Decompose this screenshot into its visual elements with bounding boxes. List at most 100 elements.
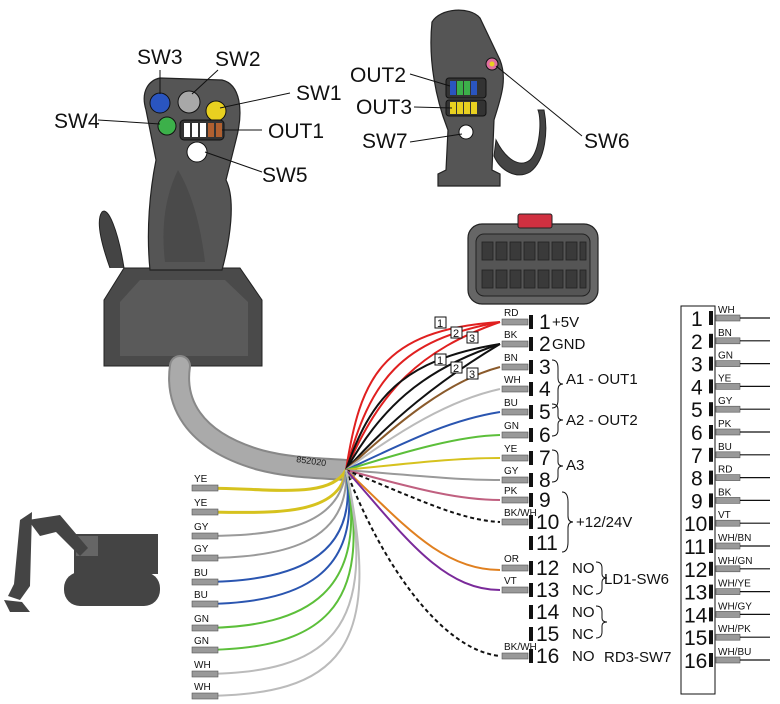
pin-color-5: BU bbox=[504, 398, 518, 409]
pin-number-11: 11 bbox=[536, 532, 558, 555]
svg-text:14: 14 bbox=[684, 604, 708, 627]
pin-number-10: 10 bbox=[536, 511, 559, 534]
svg-text:BU: BU bbox=[718, 442, 732, 453]
svg-text:3: 3 bbox=[469, 333, 475, 345]
svg-text:WH/YE: WH/YE bbox=[718, 579, 751, 590]
svg-text:1: 1 bbox=[437, 355, 443, 367]
table-row-10: 10 VT bbox=[684, 510, 770, 536]
svg-text:1: 1 bbox=[437, 318, 443, 330]
left-wire-7: GN bbox=[191, 614, 219, 632]
table-row-15: 15 WH/PK bbox=[684, 624, 770, 650]
svg-text:13: 13 bbox=[684, 582, 707, 605]
svg-text:WH/BU: WH/BU bbox=[718, 647, 751, 658]
svg-text:2: 2 bbox=[453, 328, 459, 340]
table-row-4: 4 YE bbox=[691, 373, 770, 399]
svg-text:GN: GN bbox=[194, 614, 209, 625]
svg-text:WH/PK: WH/PK bbox=[718, 624, 751, 635]
svg-text:WH: WH bbox=[194, 660, 211, 671]
svg-text:GY: GY bbox=[194, 544, 209, 555]
label-sw3: SW3 bbox=[137, 46, 183, 69]
wire-markers: 1 2 3 1 2 3 bbox=[434, 316, 479, 381]
left-wire-9: WH bbox=[191, 660, 219, 678]
svg-text:GY: GY bbox=[718, 396, 733, 407]
svg-text:1: 1 bbox=[691, 308, 703, 331]
joystick-side-illustration bbox=[430, 9, 547, 187]
left-wire-3: GY bbox=[191, 522, 219, 540]
table-row-13: 13 WH/YE bbox=[684, 579, 770, 605]
pin-terminal bbox=[529, 515, 533, 529]
pin-color-8: GY bbox=[504, 466, 519, 477]
wire-fan bbox=[199, 321, 501, 697]
left-wire-2: YE bbox=[191, 498, 219, 516]
pin-terminal bbox=[529, 360, 533, 374]
pin-terminal bbox=[529, 315, 533, 329]
svg-text:WH: WH bbox=[194, 682, 211, 693]
pin-color-6: GN bbox=[504, 421, 519, 432]
svg-text:4: 4 bbox=[691, 376, 703, 399]
svg-text:PK: PK bbox=[718, 419, 732, 430]
svg-text:VT: VT bbox=[718, 510, 731, 521]
label-out3: OUT3 bbox=[356, 96, 412, 119]
group-ld1: LD1-SW6 bbox=[604, 571, 669, 588]
svg-text:12: 12 bbox=[684, 559, 707, 582]
pin-number-9: 9 bbox=[539, 489, 551, 512]
table-row-16: 16 WH/BU bbox=[684, 647, 770, 673]
group-supply: +12/24V bbox=[576, 514, 632, 531]
pin-terminal bbox=[529, 649, 533, 663]
pin-number-8: 8 bbox=[539, 469, 551, 492]
label-out1: OUT1 bbox=[268, 120, 324, 143]
pin-terminal bbox=[529, 536, 533, 550]
excavator-icon bbox=[4, 512, 160, 612]
svg-text:15: 15 bbox=[684, 627, 707, 650]
svg-text:8: 8 bbox=[691, 468, 703, 491]
pin-terminal bbox=[529, 451, 533, 465]
pin-number-1: 1 bbox=[539, 311, 551, 334]
pin-number-7: 7 bbox=[539, 447, 551, 470]
pin-number-12: 12 bbox=[536, 557, 559, 580]
svg-text:GY: GY bbox=[194, 522, 209, 533]
pin-color-16: BK/WH bbox=[504, 642, 537, 653]
connector-illustration bbox=[467, 213, 599, 305]
svg-text:16: 16 bbox=[684, 650, 707, 673]
pin-color-10: BK/WH bbox=[504, 508, 537, 519]
pin-terminal bbox=[529, 382, 533, 396]
pin-color-4: WH bbox=[504, 375, 521, 386]
cable-code: 852020 bbox=[296, 454, 327, 468]
svg-text:WH/GY: WH/GY bbox=[718, 601, 752, 612]
svg-text:10: 10 bbox=[684, 513, 707, 536]
pin-terminal bbox=[529, 605, 533, 619]
left-wire-8: GN bbox=[191, 636, 219, 654]
svg-text:WH: WH bbox=[718, 305, 735, 316]
svg-text:YE: YE bbox=[718, 373, 732, 384]
left-wire-4: GY bbox=[191, 544, 219, 562]
label-sw2: SW2 bbox=[215, 48, 261, 71]
pin-label-2: GND bbox=[552, 336, 586, 353]
pin-number-13: 13 bbox=[536, 579, 559, 602]
pin-color-12: OR bbox=[504, 554, 519, 565]
left-wire-10: WH bbox=[191, 682, 219, 700]
svg-text:BU: BU bbox=[194, 590, 208, 601]
pin-number-14: 14 bbox=[536, 601, 560, 624]
pin-terminal bbox=[529, 493, 533, 507]
svg-text:GN: GN bbox=[718, 351, 733, 362]
pin-number-3: 3 bbox=[539, 356, 551, 379]
pin-color-7: YE bbox=[504, 444, 518, 455]
group-a2: A2 - OUT2 bbox=[566, 412, 638, 429]
svg-text:BN: BN bbox=[718, 328, 732, 339]
pin-terminal bbox=[529, 428, 533, 442]
svg-text:3: 3 bbox=[469, 369, 475, 381]
svg-text:6: 6 bbox=[691, 422, 703, 445]
